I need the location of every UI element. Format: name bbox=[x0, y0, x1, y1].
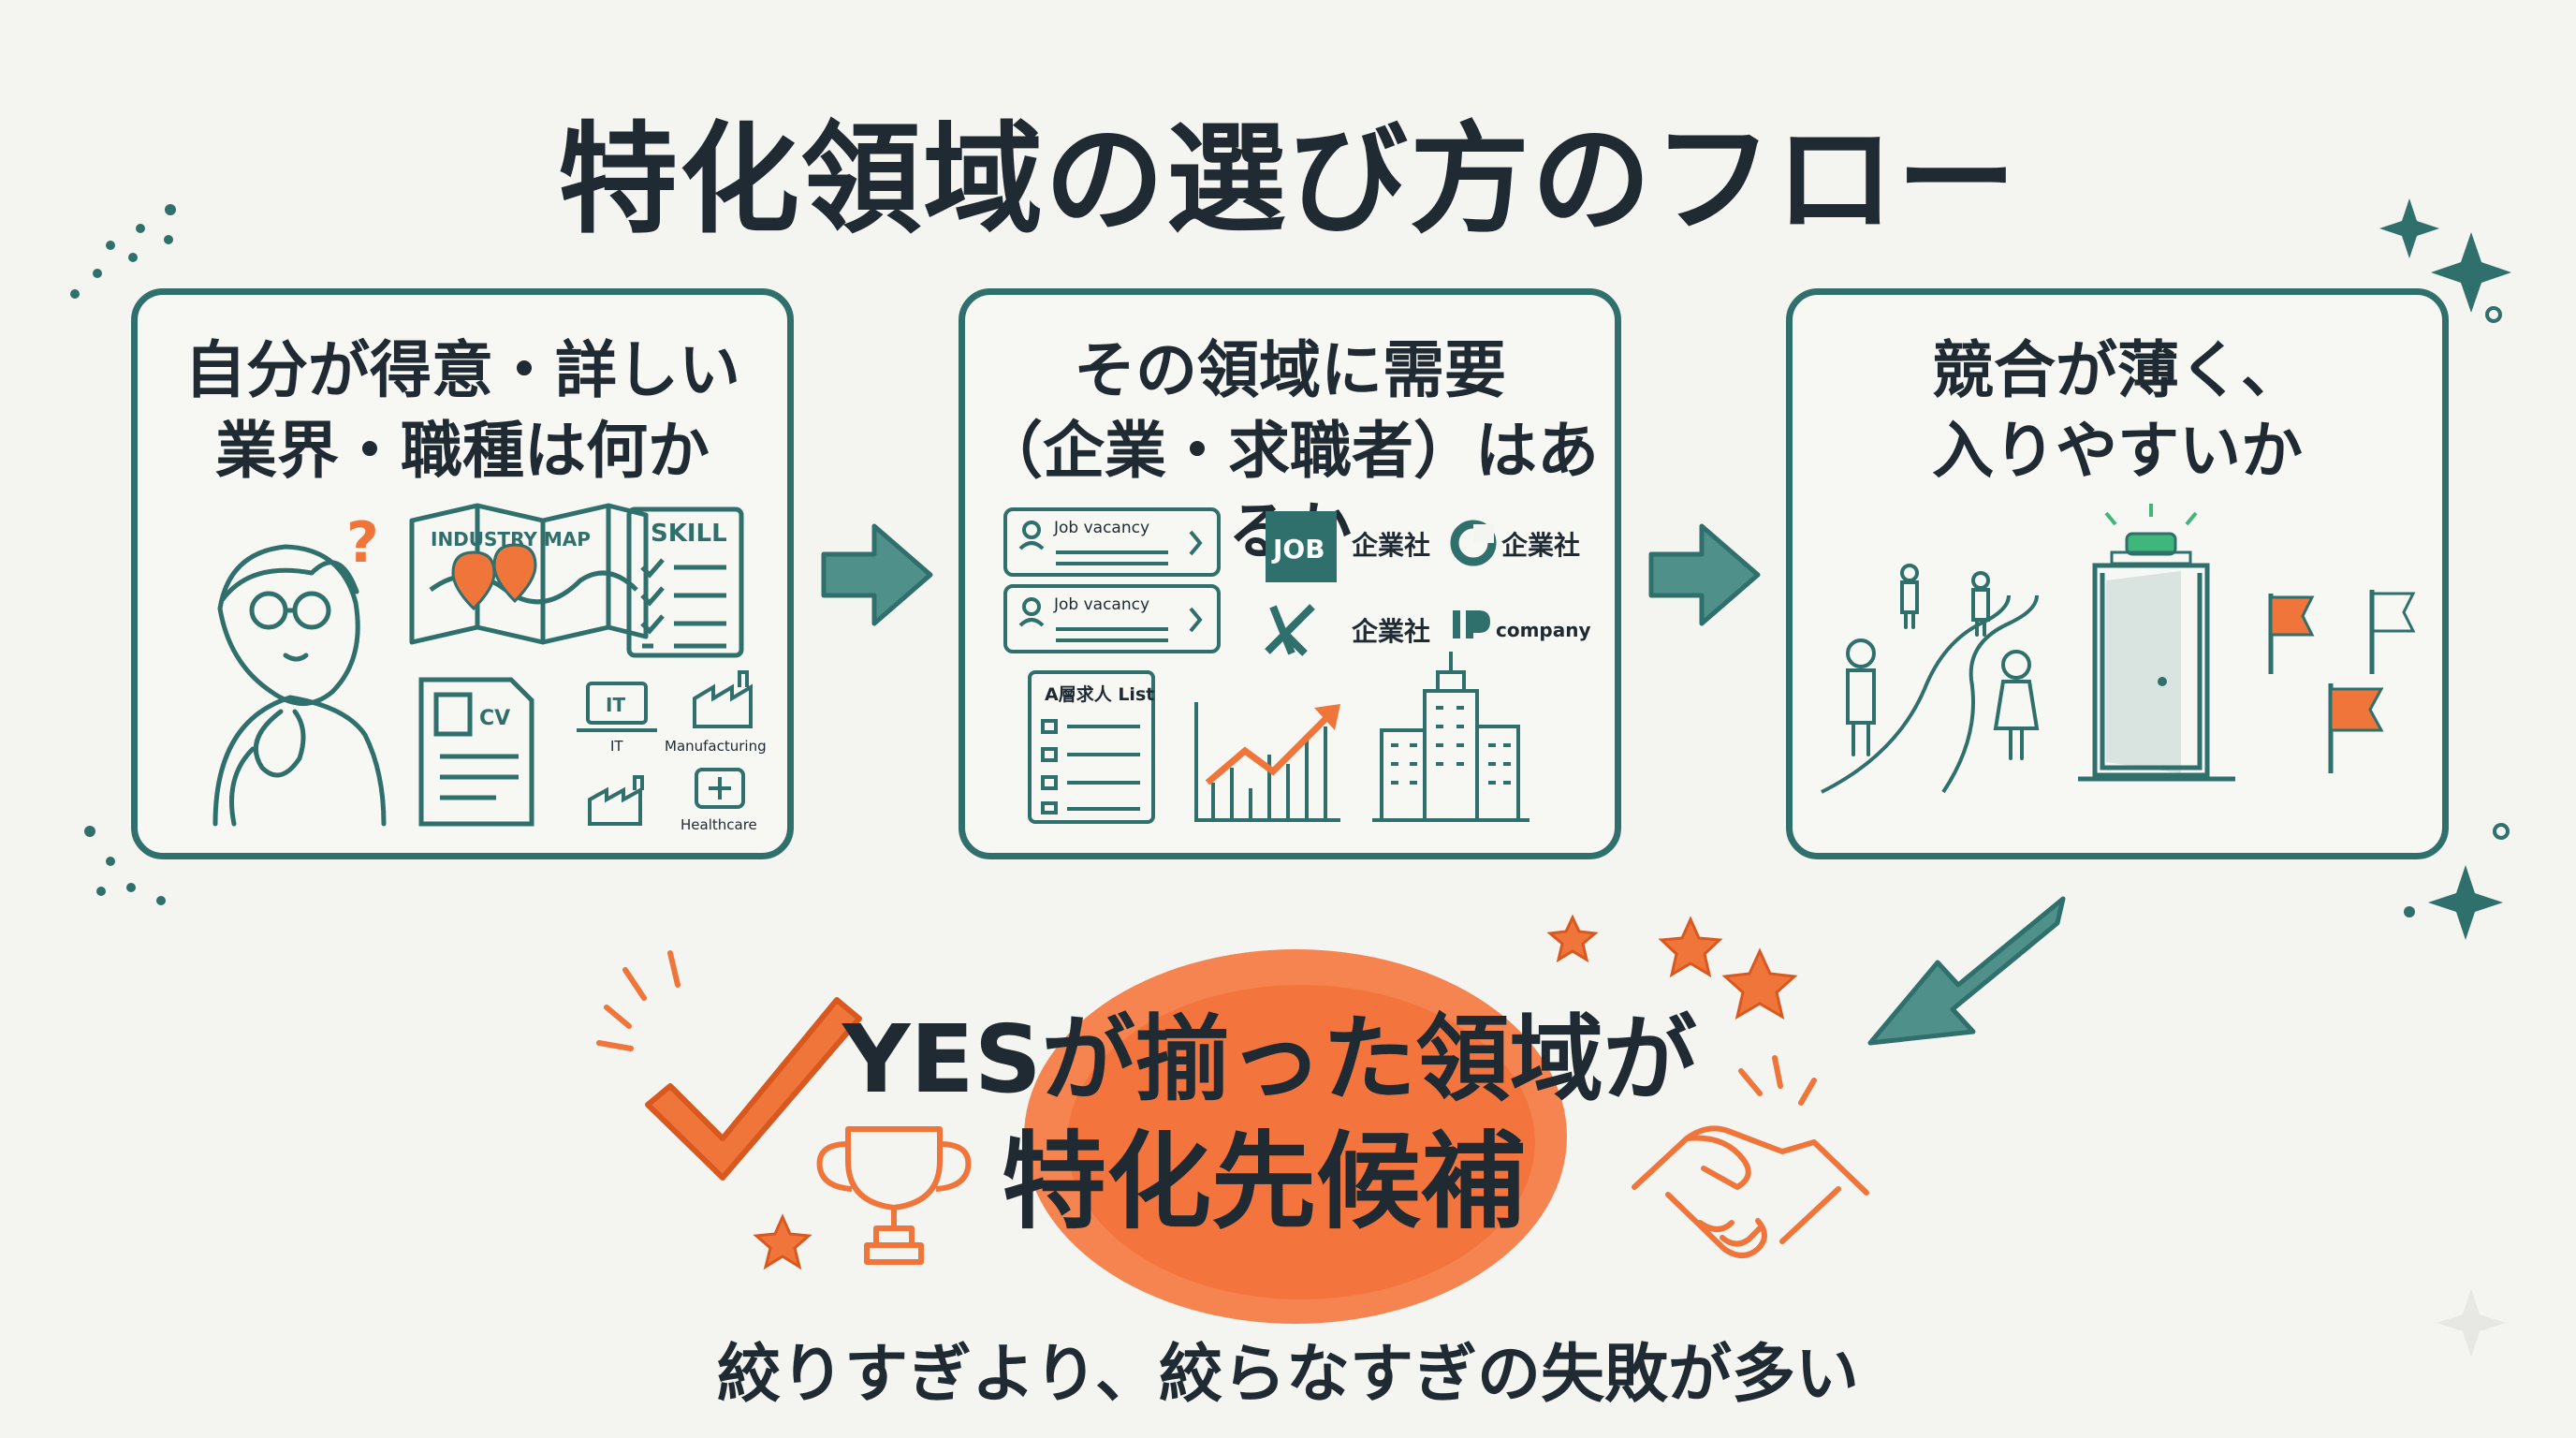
star-icon bbox=[753, 914, 1798, 1270]
cv-document-icon bbox=[418, 677, 534, 827]
it-label: IT bbox=[610, 738, 623, 755]
company-k-logo-icon bbox=[1265, 604, 1315, 656]
candidate-list-icon bbox=[1028, 670, 1155, 824]
right-arrow-icon bbox=[821, 523, 1761, 626]
skill-checklist-icon bbox=[626, 506, 744, 658]
step-1-title: 自分が得意・詳しい 業界・職種は何か bbox=[184, 334, 740, 487]
job-vacancy-card bbox=[1003, 584, 1221, 653]
handshake-icon bbox=[1632, 1125, 1869, 1258]
door-icon bbox=[2078, 563, 2235, 782]
page-title: 特化領域の選び方のフロー bbox=[557, 110, 2018, 250]
green-light-icon bbox=[2104, 504, 2198, 565]
company-label-2: 企業社 bbox=[1501, 530, 1580, 561]
trophy-icon bbox=[816, 1126, 972, 1265]
industry-map-icon bbox=[409, 503, 649, 645]
thinking-person-icon bbox=[212, 544, 387, 827]
burst-lines bbox=[596, 950, 1817, 1106]
flag-icon bbox=[2268, 590, 2416, 773]
checkmark-icon bbox=[645, 997, 862, 1181]
laptop-icon bbox=[577, 682, 657, 732]
down-left-arrow-icon bbox=[1867, 896, 2066, 1046]
company-logo-icon bbox=[1450, 520, 1497, 566]
path-icon bbox=[1821, 594, 2039, 794]
it-sign-label: IT bbox=[606, 694, 625, 716]
sparkle-icon bbox=[2379, 198, 2511, 940]
job-logo-text: JOB bbox=[1271, 534, 1325, 565]
footer-note: 絞りすぎより、絞らなすぎの失敗が多い bbox=[717, 1338, 1859, 1412]
manufacturing-label: Manufacturing bbox=[665, 738, 767, 755]
job-logo bbox=[1266, 511, 1337, 582]
job-vacancy-label: Job vacancy bbox=[1053, 595, 1149, 614]
buildings-icon bbox=[1372, 652, 1530, 822]
question-mark-icon: ? bbox=[346, 510, 379, 576]
factory-small-icon bbox=[588, 775, 644, 826]
company-label-4: company bbox=[1496, 619, 1591, 641]
job-vacancy-card bbox=[1003, 507, 1221, 577]
growth-chart-icon bbox=[1194, 702, 1340, 822]
result-line-2: 特化先候補 bbox=[1002, 1122, 1526, 1243]
skill-label: SKILL bbox=[651, 520, 727, 548]
company-ip-logo-icon bbox=[1453, 610, 1490, 638]
list-label: A層求人 List bbox=[1045, 683, 1154, 705]
cv-label: CV bbox=[479, 707, 510, 730]
result-line-1: YESが揃った領域が bbox=[842, 1005, 1697, 1114]
map-pin-icon bbox=[451, 543, 537, 611]
person-icon bbox=[1846, 564, 2040, 760]
healthcare-icon bbox=[695, 768, 745, 809]
factory-icon bbox=[693, 670, 753, 728]
step-3-title: 競合が薄く、 入りやすいか bbox=[1932, 334, 2303, 487]
trend-arrow-icon bbox=[1205, 712, 1332, 785]
company-label-1: 企業社 bbox=[1352, 530, 1430, 561]
healthcare-label: Healthcare bbox=[681, 816, 757, 833]
step-card-3: 競合が薄く、 入りやすいか bbox=[1786, 288, 2449, 859]
company-label-3: 企業社 bbox=[1352, 616, 1430, 647]
job-vacancy-label: Job vacancy bbox=[1053, 519, 1149, 537]
